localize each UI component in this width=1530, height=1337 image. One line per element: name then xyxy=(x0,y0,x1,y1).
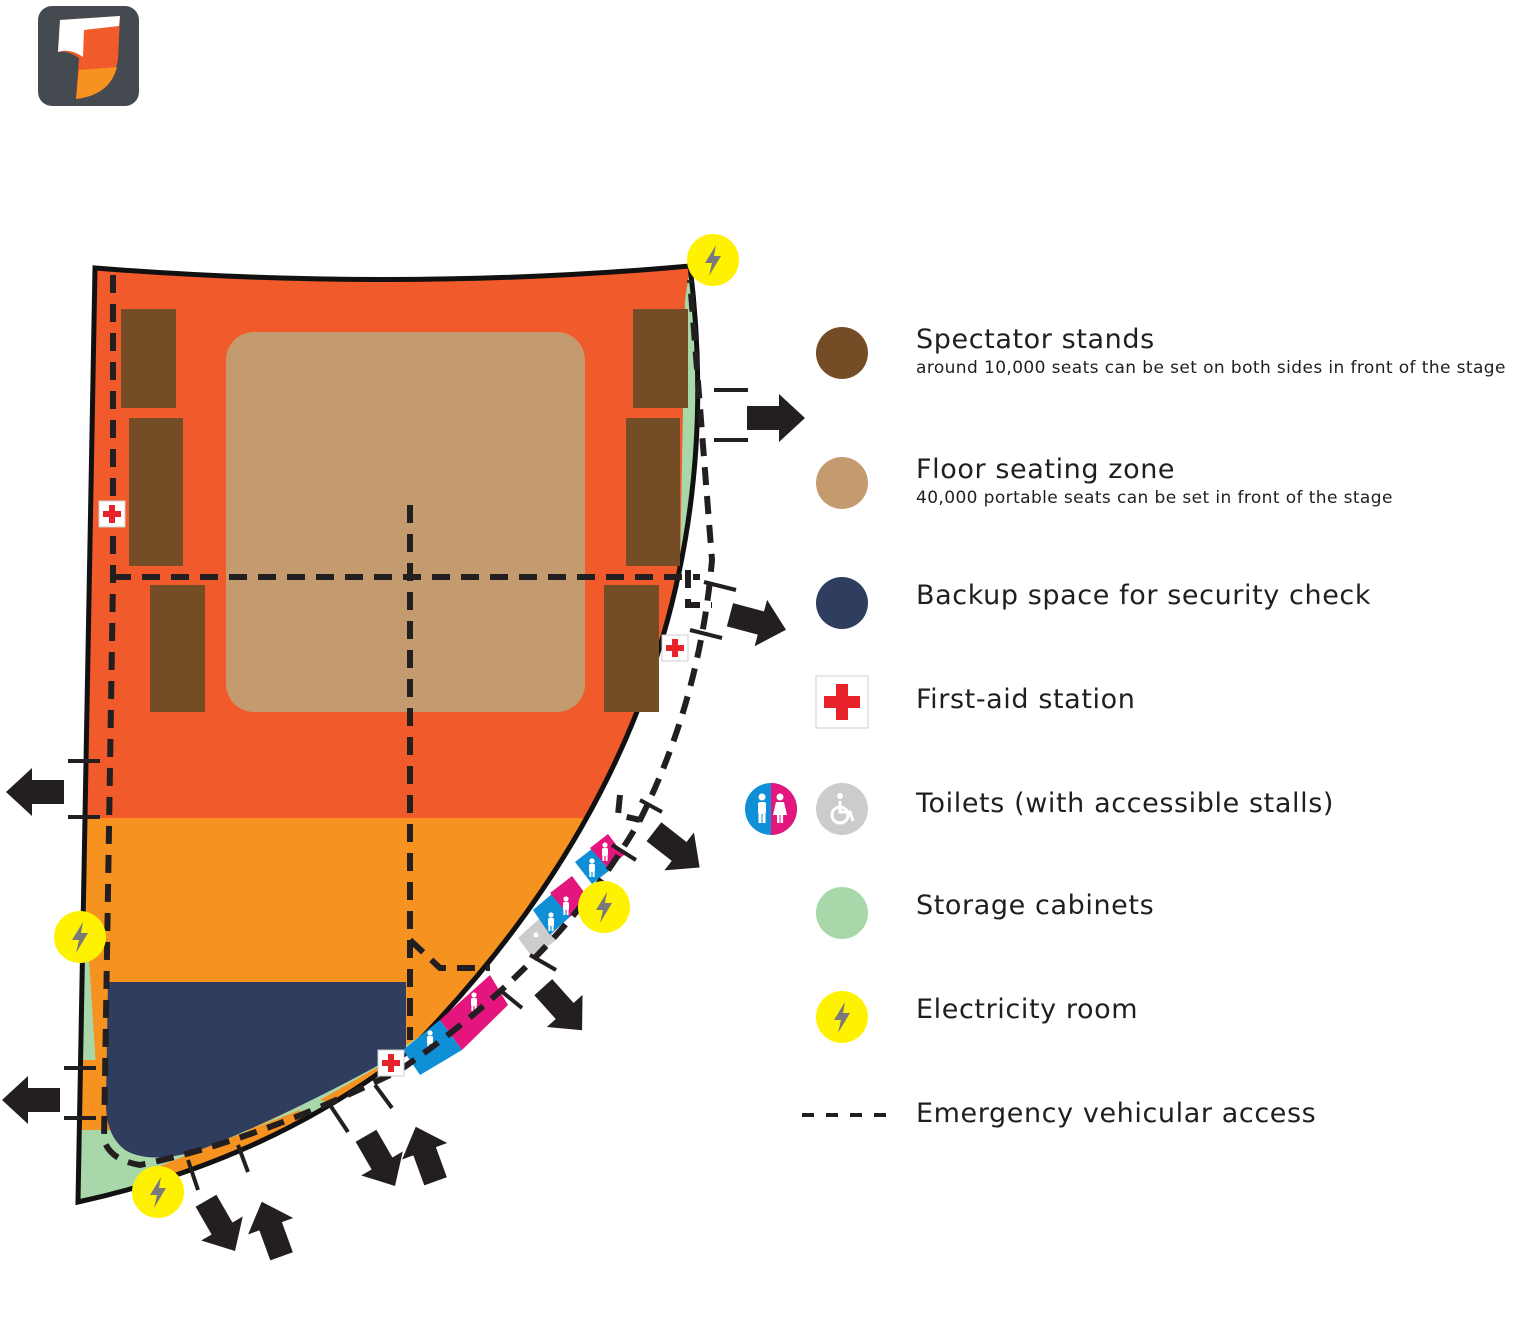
gate-ticks xyxy=(64,388,748,1191)
legend-item-firstaid: First-aid station xyxy=(700,672,1530,782)
first-aid-icon xyxy=(377,1049,405,1077)
exit-arrow-icon xyxy=(525,971,600,1047)
brown-circle-icon xyxy=(816,327,868,379)
security-backup-space xyxy=(105,982,406,1158)
entry-arrow-icon xyxy=(393,1118,459,1190)
exit-arrow-icon xyxy=(185,1188,256,1263)
toilet-icon xyxy=(745,783,868,835)
legend-subtitle: 40,000 portable seats can be set in fron… xyxy=(916,488,1393,508)
legend-item-toilets: Toilets (with accessible stalls) xyxy=(700,774,1530,884)
legend-title: Floor seating zone xyxy=(916,454,1176,485)
emergency-access-routes xyxy=(100,275,716,1169)
first-aid-icon xyxy=(815,675,869,729)
legend-item-spectator: Spectator stands around 10,000 seats can… xyxy=(700,310,1530,420)
legend-item-floor: Floor seating zone 40,000 portable seats… xyxy=(700,440,1530,550)
green-circle-icon xyxy=(816,887,868,939)
lightning-icon xyxy=(816,991,868,1043)
app-logo-icon xyxy=(38,6,139,106)
legend-title: First-aid station xyxy=(916,684,1136,715)
legend-item-storage: Storage cabinets xyxy=(700,878,1530,988)
legend-item-security: Backup space for security check xyxy=(700,568,1530,678)
floor-seating-zone xyxy=(226,332,585,712)
lightning-icon xyxy=(132,1166,184,1218)
first-aid-icon xyxy=(98,500,126,528)
venue-outline xyxy=(75,263,701,1206)
legend-title: Storage cabinets xyxy=(916,890,1155,921)
legend-title: Emergency vehicular access xyxy=(916,1098,1317,1129)
legend-title: Backup space for security check xyxy=(916,580,1372,611)
lightning-icon xyxy=(54,911,106,963)
exit-arrow-icon xyxy=(2,1076,60,1124)
legend-title: Electricity room xyxy=(916,994,1139,1025)
tan-circle-icon xyxy=(816,457,868,509)
lightning-icon xyxy=(578,881,630,933)
navy-circle-icon xyxy=(816,577,868,629)
legend-item-electricity: Electricity room xyxy=(700,982,1530,1092)
exit-arrow-icon xyxy=(345,1123,416,1198)
legend-title: Spectator stands xyxy=(916,324,1155,355)
legend-item-access: Emergency vehicular access xyxy=(700,1086,1530,1196)
lightning-icon xyxy=(687,234,739,286)
legend-title: Toilets (with accessible stalls) xyxy=(916,788,1334,819)
legend-subtitle: around 10,000 seats can be set on both s… xyxy=(916,358,1506,378)
spectator-stands xyxy=(121,309,688,712)
first-aid-icon xyxy=(661,634,689,662)
exit-arrow-icon xyxy=(6,768,64,816)
dashed-line-icon xyxy=(802,1113,886,1117)
entry-arrow-icon xyxy=(239,1193,305,1265)
